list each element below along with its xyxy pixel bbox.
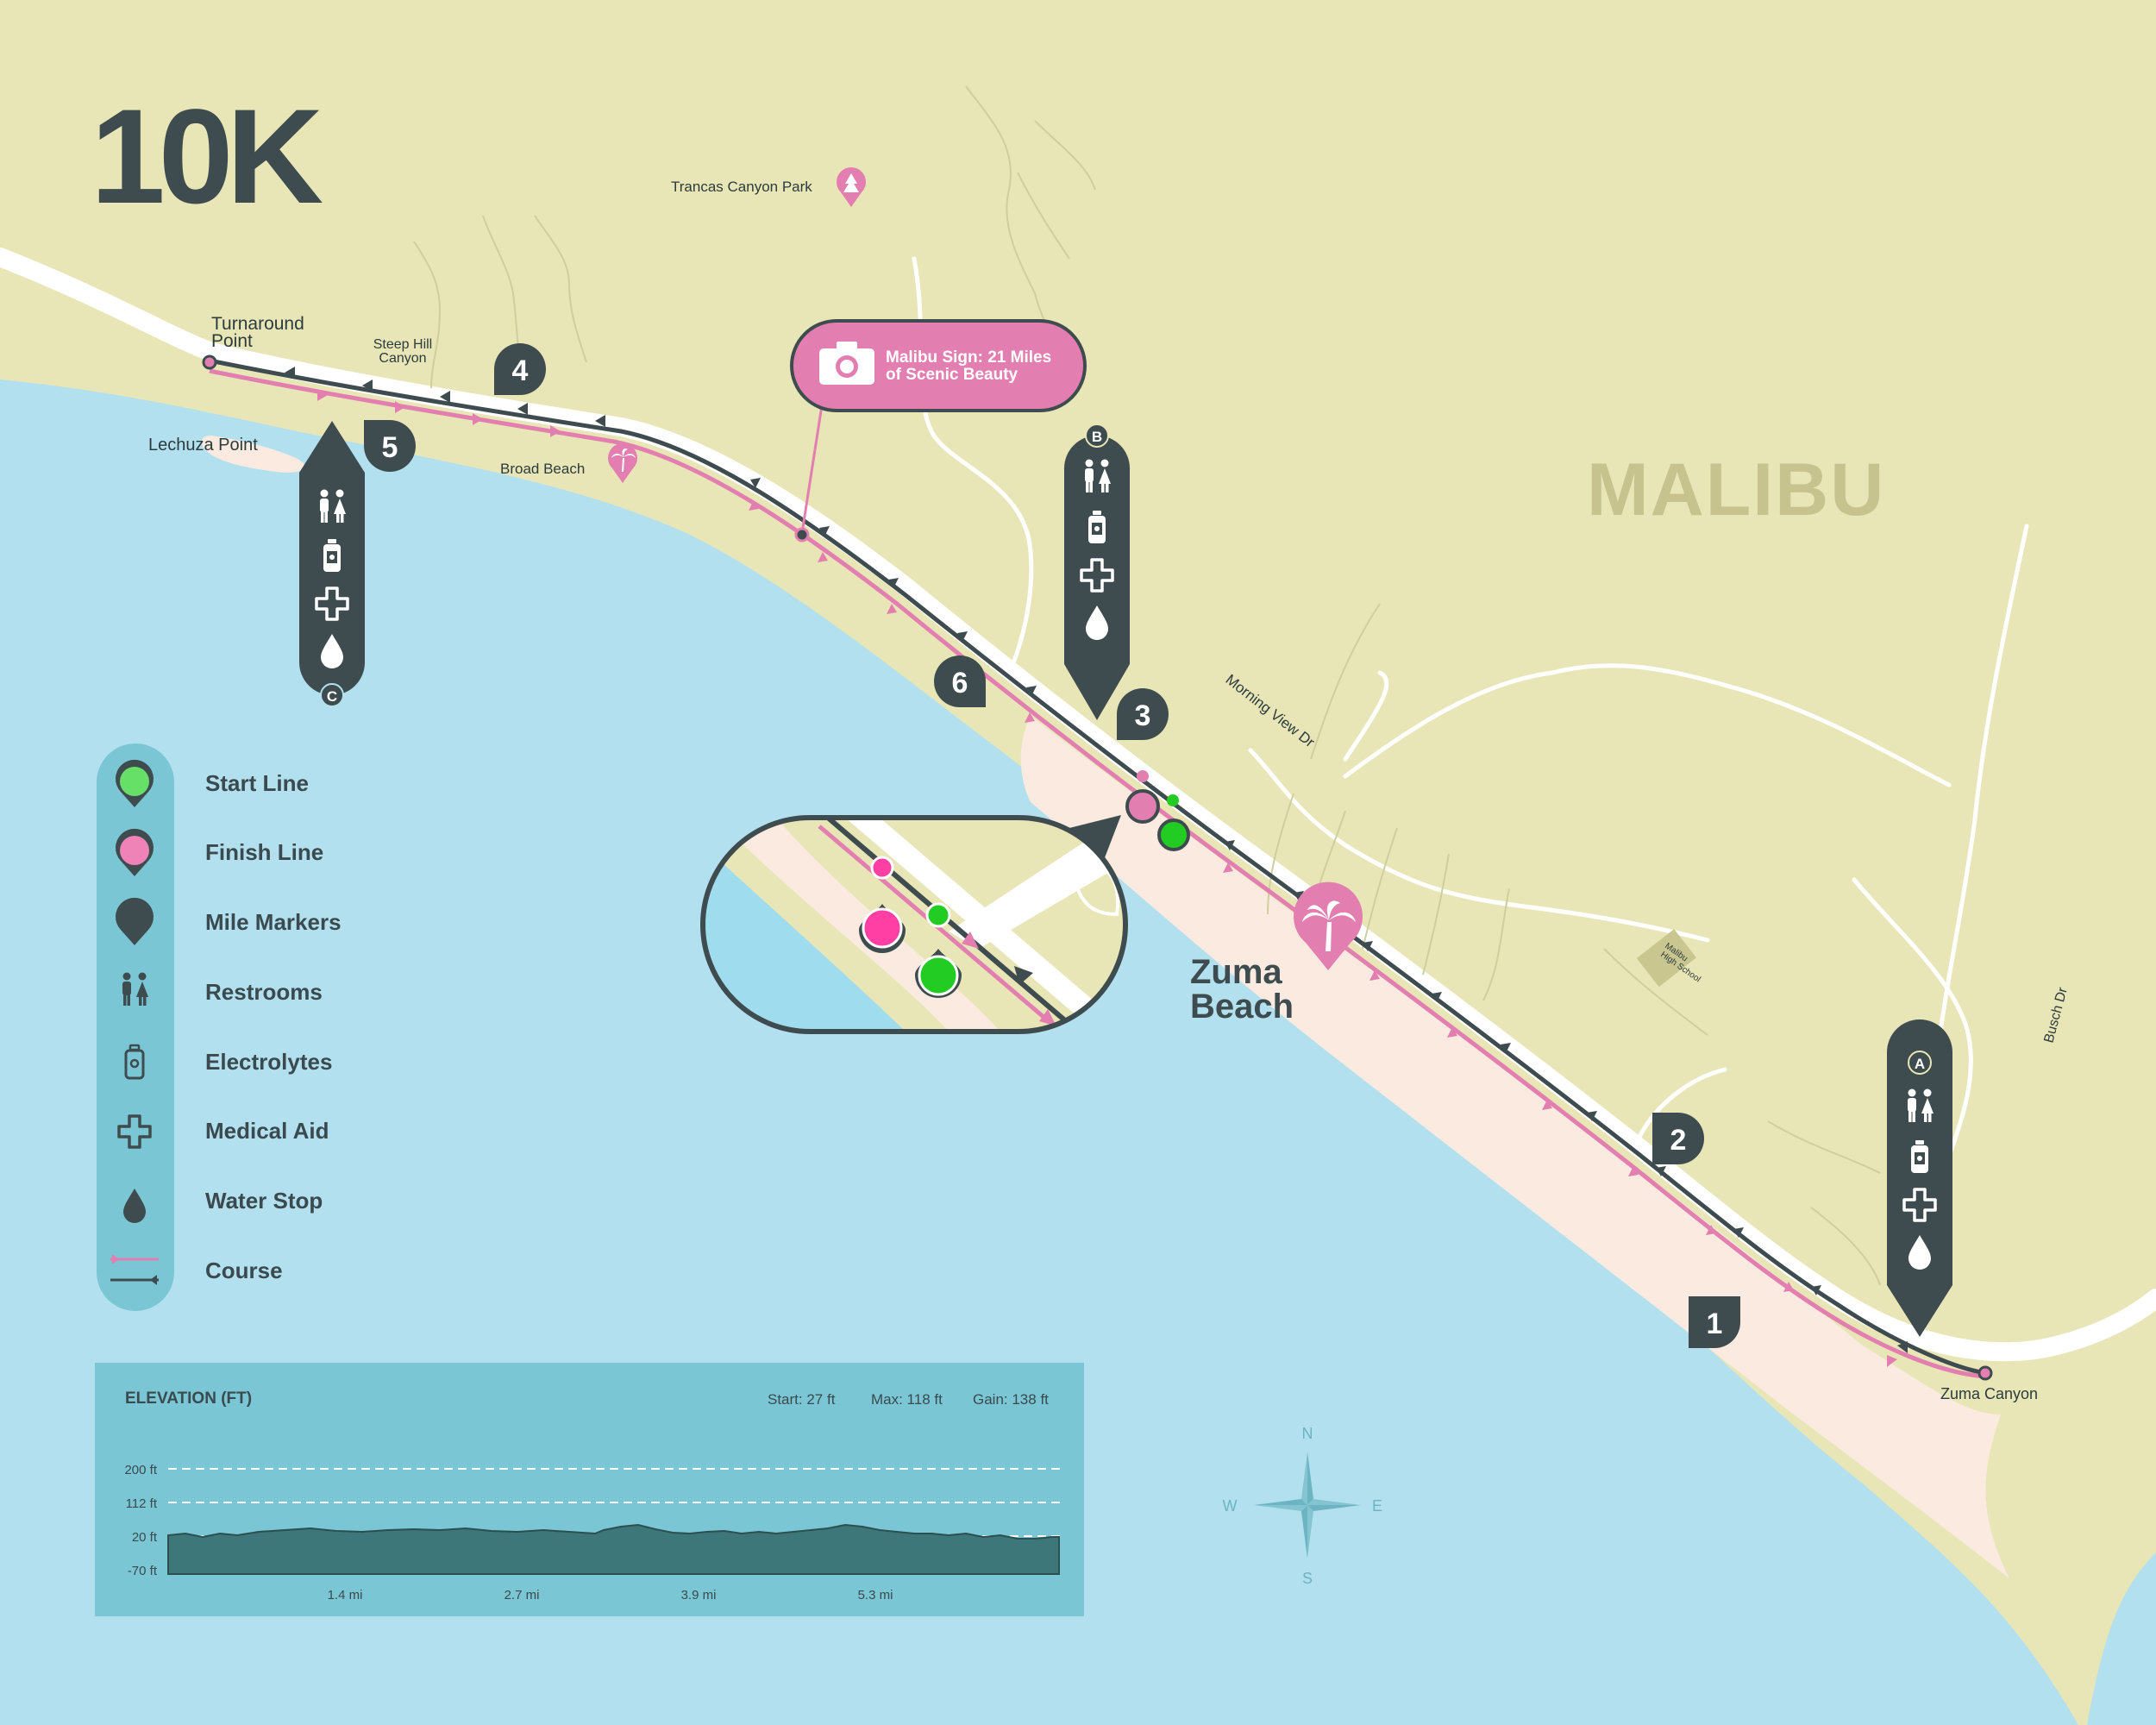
elevation-title: ELEVATION (FT)	[125, 1389, 252, 1408]
course-icon	[110, 1254, 159, 1285]
aid-station-b-letter: B	[1092, 429, 1102, 445]
svg-text:4: 4	[512, 354, 529, 387]
elevation-profile	[167, 1523, 1060, 1575]
finish-line-pin	[1125, 789, 1160, 824]
legend-restrooms: Restrooms	[205, 979, 323, 1005]
mile-marker-6: 6	[934, 656, 986, 707]
zuma-canyon-marker	[1977, 1365, 1993, 1381]
broad-beach-pin	[608, 442, 637, 483]
elevation-xtick-3: 3.9 mi	[681, 1588, 717, 1603]
legend-finish-line: Finish Line	[205, 839, 323, 865]
start-line-pin	[1157, 819, 1190, 851]
zuma-canyon-label: Zuma Canyon	[1940, 1385, 2038, 1402]
palm-tree-icon	[1302, 900, 1356, 951]
aid-station-a: A	[1887, 1019, 1952, 1337]
elevation-ytick-200: 200 ft	[124, 1463, 157, 1477]
svg-text:6: 6	[952, 667, 968, 699]
compass-e: E	[1372, 1497, 1382, 1515]
start-dot-small	[1167, 794, 1179, 806]
aid-station-c: C	[299, 421, 365, 707]
svg-text:3: 3	[1135, 699, 1151, 732]
broad-beach-label: Broad Beach	[500, 461, 585, 477]
region-label: MALIBU	[1587, 448, 1885, 531]
legend-start-line: Start Line	[205, 770, 309, 796]
aid-station-c-letter: C	[327, 688, 337, 705]
elevation-start: Start: 27 ft	[768, 1391, 836, 1408]
palm-tree-icon	[611, 448, 636, 472]
mile-marker-icon	[116, 897, 154, 945]
finish-line-icon	[116, 828, 154, 876]
compass-s: S	[1302, 1570, 1313, 1587]
legend-electrolytes: Electrolytes	[205, 1049, 332, 1075]
elevation-gain: Gain: 138 ft	[973, 1391, 1049, 1408]
mile-marker-3: 3	[1117, 688, 1169, 740]
mile-marker-4: 4	[494, 343, 546, 395]
beach-label-line2: Beach	[1190, 988, 1294, 1026]
turnaround-point-marker	[202, 354, 217, 370]
elevation-xtick-2: 2.7 mi	[505, 1588, 540, 1603]
sand-beach	[1020, 716, 2009, 1578]
lechuza-peninsula	[201, 436, 305, 473]
malibu-sign-callout: Malibu Sign: 21 Miles of Scenic Beauty	[790, 319, 1087, 412]
lechuza-label: Lechuza Point	[148, 436, 258, 455]
callout-line1: Malibu Sign: 21 Miles	[886, 348, 1051, 367]
zuma-beach-palm-pin	[1294, 881, 1363, 970]
compass-n: N	[1302, 1425, 1313, 1442]
elevation-xtick-4: 5.3 mi	[858, 1588, 893, 1603]
mile-marker-5: 5	[364, 420, 416, 472]
steep-hill-label-1: Steep Hill	[373, 337, 432, 352]
tree-icon	[843, 173, 859, 192]
elevation-ytick-112: 112 ft	[126, 1496, 158, 1511]
malibu-high-school-area	[1636, 929, 1696, 988]
svg-text:1: 1	[1707, 1308, 1723, 1340]
beach-label-line1: Zuma	[1190, 953, 1282, 991]
minor-roads	[413, 85, 1881, 1286]
legend-icon-panel	[97, 743, 174, 1311]
mile-marker-1: 1	[1689, 1296, 1740, 1348]
elevation-ytick-neg70: -70 ft	[128, 1564, 158, 1578]
callout-line2: of Scenic Beauty	[886, 366, 1018, 384]
turnaround-label-1: Turnaround	[211, 314, 304, 334]
start-finish-inset	[700, 815, 1128, 1034]
page-title: 10K	[91, 82, 323, 232]
callout-anchor-dot	[794, 527, 810, 543]
turnaround-label-2: Point	[211, 331, 253, 351]
legend-course: Course	[205, 1258, 283, 1283]
elevation-panel: ELEVATION (FT) Start: 27 ft Max: 118 ft …	[95, 1363, 1084, 1616]
mile-marker-2: 2	[1652, 1113, 1704, 1164]
camera-icon	[819, 342, 874, 385]
elevation-xtick-1: 1.4 mi	[328, 1588, 363, 1603]
callout-leader-line	[800, 405, 824, 534]
svg-text:5: 5	[382, 431, 398, 464]
legend-mile-markers: Mile Markers	[205, 909, 342, 935]
elevation-max: Max: 118 ft	[871, 1391, 943, 1408]
aid-station-b: B	[1064, 423, 1130, 720]
trancas-park-pin	[837, 166, 866, 207]
compass: N S E W	[1223, 1425, 1383, 1587]
aid-station-a-letter: A	[1915, 1056, 1925, 1072]
course-arrows-dark	[285, 367, 1908, 1353]
steep-hill-label-2: Canyon	[379, 351, 426, 366]
legend-water-stop: Water Stop	[205, 1188, 323, 1214]
start-line-icon	[116, 759, 154, 807]
legend-medical-aid: Medical Aid	[205, 1118, 329, 1144]
svg-text:2: 2	[1670, 1124, 1687, 1157]
elevation-ytick-20: 20 ft	[132, 1530, 158, 1545]
compass-w: W	[1223, 1497, 1238, 1515]
legend: Start Line Finish Line Mile Markers Rest…	[97, 743, 342, 1311]
finish-dot-small	[1137, 770, 1149, 782]
trancas-label: Trancas Canyon Park	[671, 179, 812, 195]
